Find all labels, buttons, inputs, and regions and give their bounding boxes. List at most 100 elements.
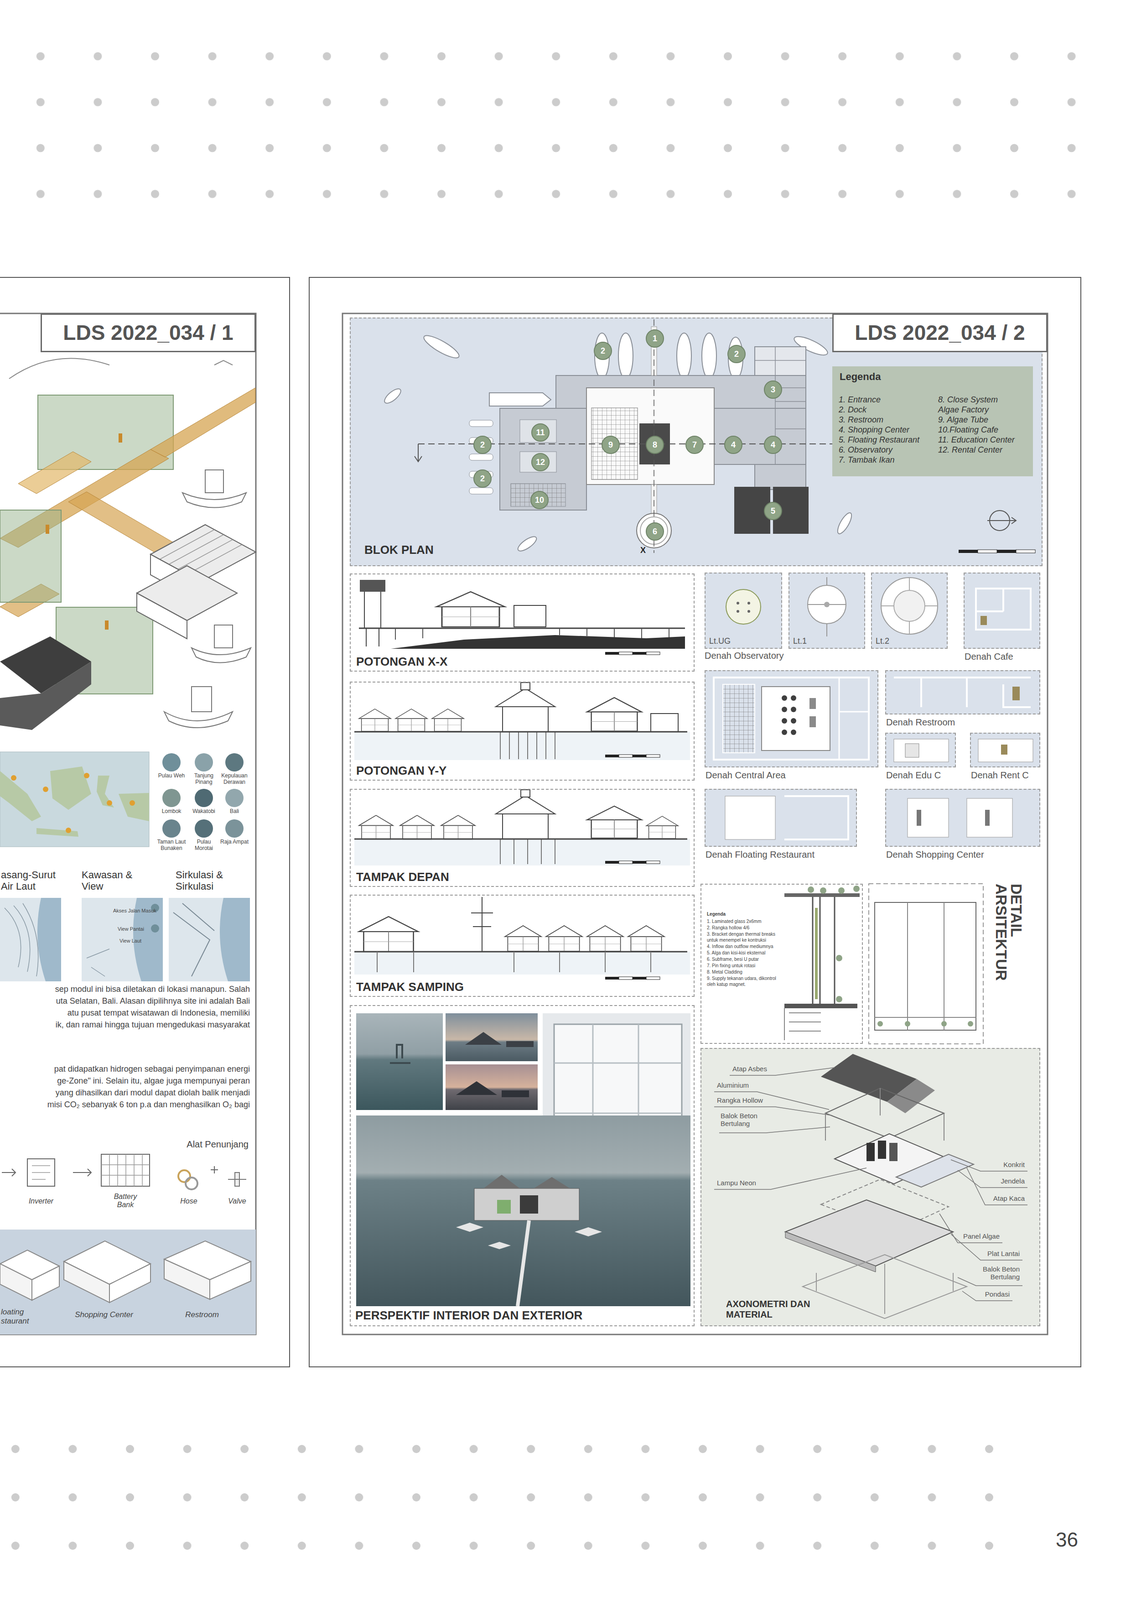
axonometric-drawing xyxy=(887,1078,935,1113)
photo-thumbnails xyxy=(225,819,244,838)
label: Battery Bank xyxy=(104,1192,146,1209)
label: Kawasan & View xyxy=(81,868,139,893)
floor-plans xyxy=(916,809,922,826)
observatory-plans xyxy=(726,589,761,624)
legend-item: 5. Floating Restaurant xyxy=(838,434,920,445)
legend-item: 1. Entrance xyxy=(838,394,881,405)
block-plan-drawing xyxy=(499,408,587,510)
equipment-icons xyxy=(185,1177,198,1189)
module-band xyxy=(31,1265,60,1300)
isometric-illustration xyxy=(150,387,256,457)
callout-number: 10 xyxy=(534,495,545,505)
section-yy-drawing xyxy=(358,708,391,732)
block-plan-drawing xyxy=(835,510,855,536)
axonometric-drawing xyxy=(719,1126,831,1133)
panel-grounds xyxy=(700,1047,1041,1326)
label: misi CO₂ sebanyak 6 ton p.a dan menghasi… xyxy=(47,1099,250,1110)
side-elevation-drawing xyxy=(471,896,493,952)
node-text: 5. Alga dan kisi-kisi eksternal xyxy=(706,949,783,956)
label: Denah Observatory xyxy=(704,650,784,661)
label: Lampu Neon xyxy=(716,1178,757,1187)
callout-circle: 4 xyxy=(763,435,783,454)
front-elevation-drawing xyxy=(354,838,688,840)
callout-circle: 5 xyxy=(763,501,783,520)
label: Balok Beton Bertulang xyxy=(720,1111,764,1128)
module-band xyxy=(0,1229,256,1334)
node-text: AXONOMETRI DAN MATERIAL xyxy=(726,1298,813,1320)
callout-circle: 10 xyxy=(530,490,549,509)
elevation-panel: TAMPAK SAMPING xyxy=(349,894,695,997)
block-plan-drawing xyxy=(676,332,692,379)
legend-item: 7. Tambak Ikan xyxy=(838,454,895,465)
axonometric-drawing xyxy=(714,1167,867,1189)
isometric-illustration xyxy=(136,592,187,639)
floor-plans xyxy=(790,729,797,735)
axonometry-panel: AXONOMETRI DAN MATERIAL xyxy=(700,1047,1041,1326)
equipment-icons xyxy=(228,1172,247,1186)
label: Hose xyxy=(175,1196,203,1205)
label: loating staurant xyxy=(0,1307,38,1325)
node-text: Denah Edu C xyxy=(886,769,941,781)
facade-detail-drawing xyxy=(784,892,860,897)
label: Konkrit xyxy=(1003,1160,1025,1168)
front-elevation-drawing xyxy=(646,860,660,864)
legend-item: Legenda xyxy=(839,371,881,382)
block-plan-drawing xyxy=(754,346,806,465)
side-elevation-drawing xyxy=(354,950,688,953)
label: Aluminium xyxy=(716,1080,749,1089)
node-text: POTONGAN X-X xyxy=(356,654,448,669)
legend-item: 12. Rental Center xyxy=(938,444,1003,455)
label: ge-Zone" ini. Selain itu, algae juga mem… xyxy=(57,1075,250,1086)
module-band xyxy=(164,1258,210,1299)
sheet-title: LDS 2022_034 / 2 xyxy=(832,313,1048,353)
section-yy-drawing xyxy=(502,706,549,732)
panel-grounds xyxy=(349,317,1043,1326)
axonometric-drawing xyxy=(714,1067,1028,1301)
equipment-icons xyxy=(72,1168,92,1176)
axonometric-drawing xyxy=(966,1167,1028,1205)
facade-detail-drawing xyxy=(877,1020,883,1027)
panel-grounds xyxy=(885,732,956,768)
front-elevation-drawing xyxy=(520,789,530,797)
floor-plans xyxy=(761,686,831,751)
front-elevation-drawing xyxy=(495,795,556,814)
sheet-title: LDS 2022_034 / 1 xyxy=(40,313,256,353)
isometric-illustration xyxy=(0,509,62,602)
block-plan-drawing xyxy=(958,549,978,553)
block-plan-drawing xyxy=(421,332,462,362)
location-map xyxy=(0,751,150,847)
block-plan-drawing xyxy=(469,487,493,494)
callout-circle: 9 xyxy=(601,435,620,454)
node-text: POTONGAN Y-Y xyxy=(356,763,447,778)
label: Lombok xyxy=(155,808,187,815)
location-map xyxy=(36,827,79,837)
section-yy-drawing xyxy=(605,754,619,758)
equipment-icons xyxy=(1,1153,247,1189)
site-analysis-maps xyxy=(150,923,160,933)
perspective-renders xyxy=(445,1063,538,1110)
callout-number: 2 xyxy=(480,473,485,484)
perspective-renders xyxy=(356,1012,443,1110)
perspective-renders xyxy=(497,1199,511,1214)
axonometric-drawing xyxy=(785,1231,876,1272)
equipment-icons xyxy=(178,1169,191,1182)
label: asang-Surut Air Laut xyxy=(0,868,63,893)
plan-panel: Denah Floating Restaurant xyxy=(704,788,857,847)
floor-plans xyxy=(975,588,1031,630)
node-text: Lt.1 xyxy=(793,636,807,646)
section-xx-drawing xyxy=(618,651,633,655)
callout-number: 6 xyxy=(652,526,658,537)
label: Atap Kaca xyxy=(993,1193,1025,1202)
perspective-renders xyxy=(356,1115,691,1306)
panel-grounds xyxy=(885,669,1041,715)
section-xx-drawing xyxy=(358,579,685,655)
floor-plans xyxy=(893,677,1031,707)
node-text: 1. Laminated glass 2x6mm xyxy=(706,918,783,924)
floor-plans xyxy=(790,717,797,724)
section-xx-drawing xyxy=(364,586,381,628)
label: sep modul ini bisa diletakan di lokasi m… xyxy=(55,984,250,994)
label: Pondasi xyxy=(985,1289,1010,1298)
observatory-plans xyxy=(747,609,751,613)
isometric-illustration xyxy=(205,469,224,493)
